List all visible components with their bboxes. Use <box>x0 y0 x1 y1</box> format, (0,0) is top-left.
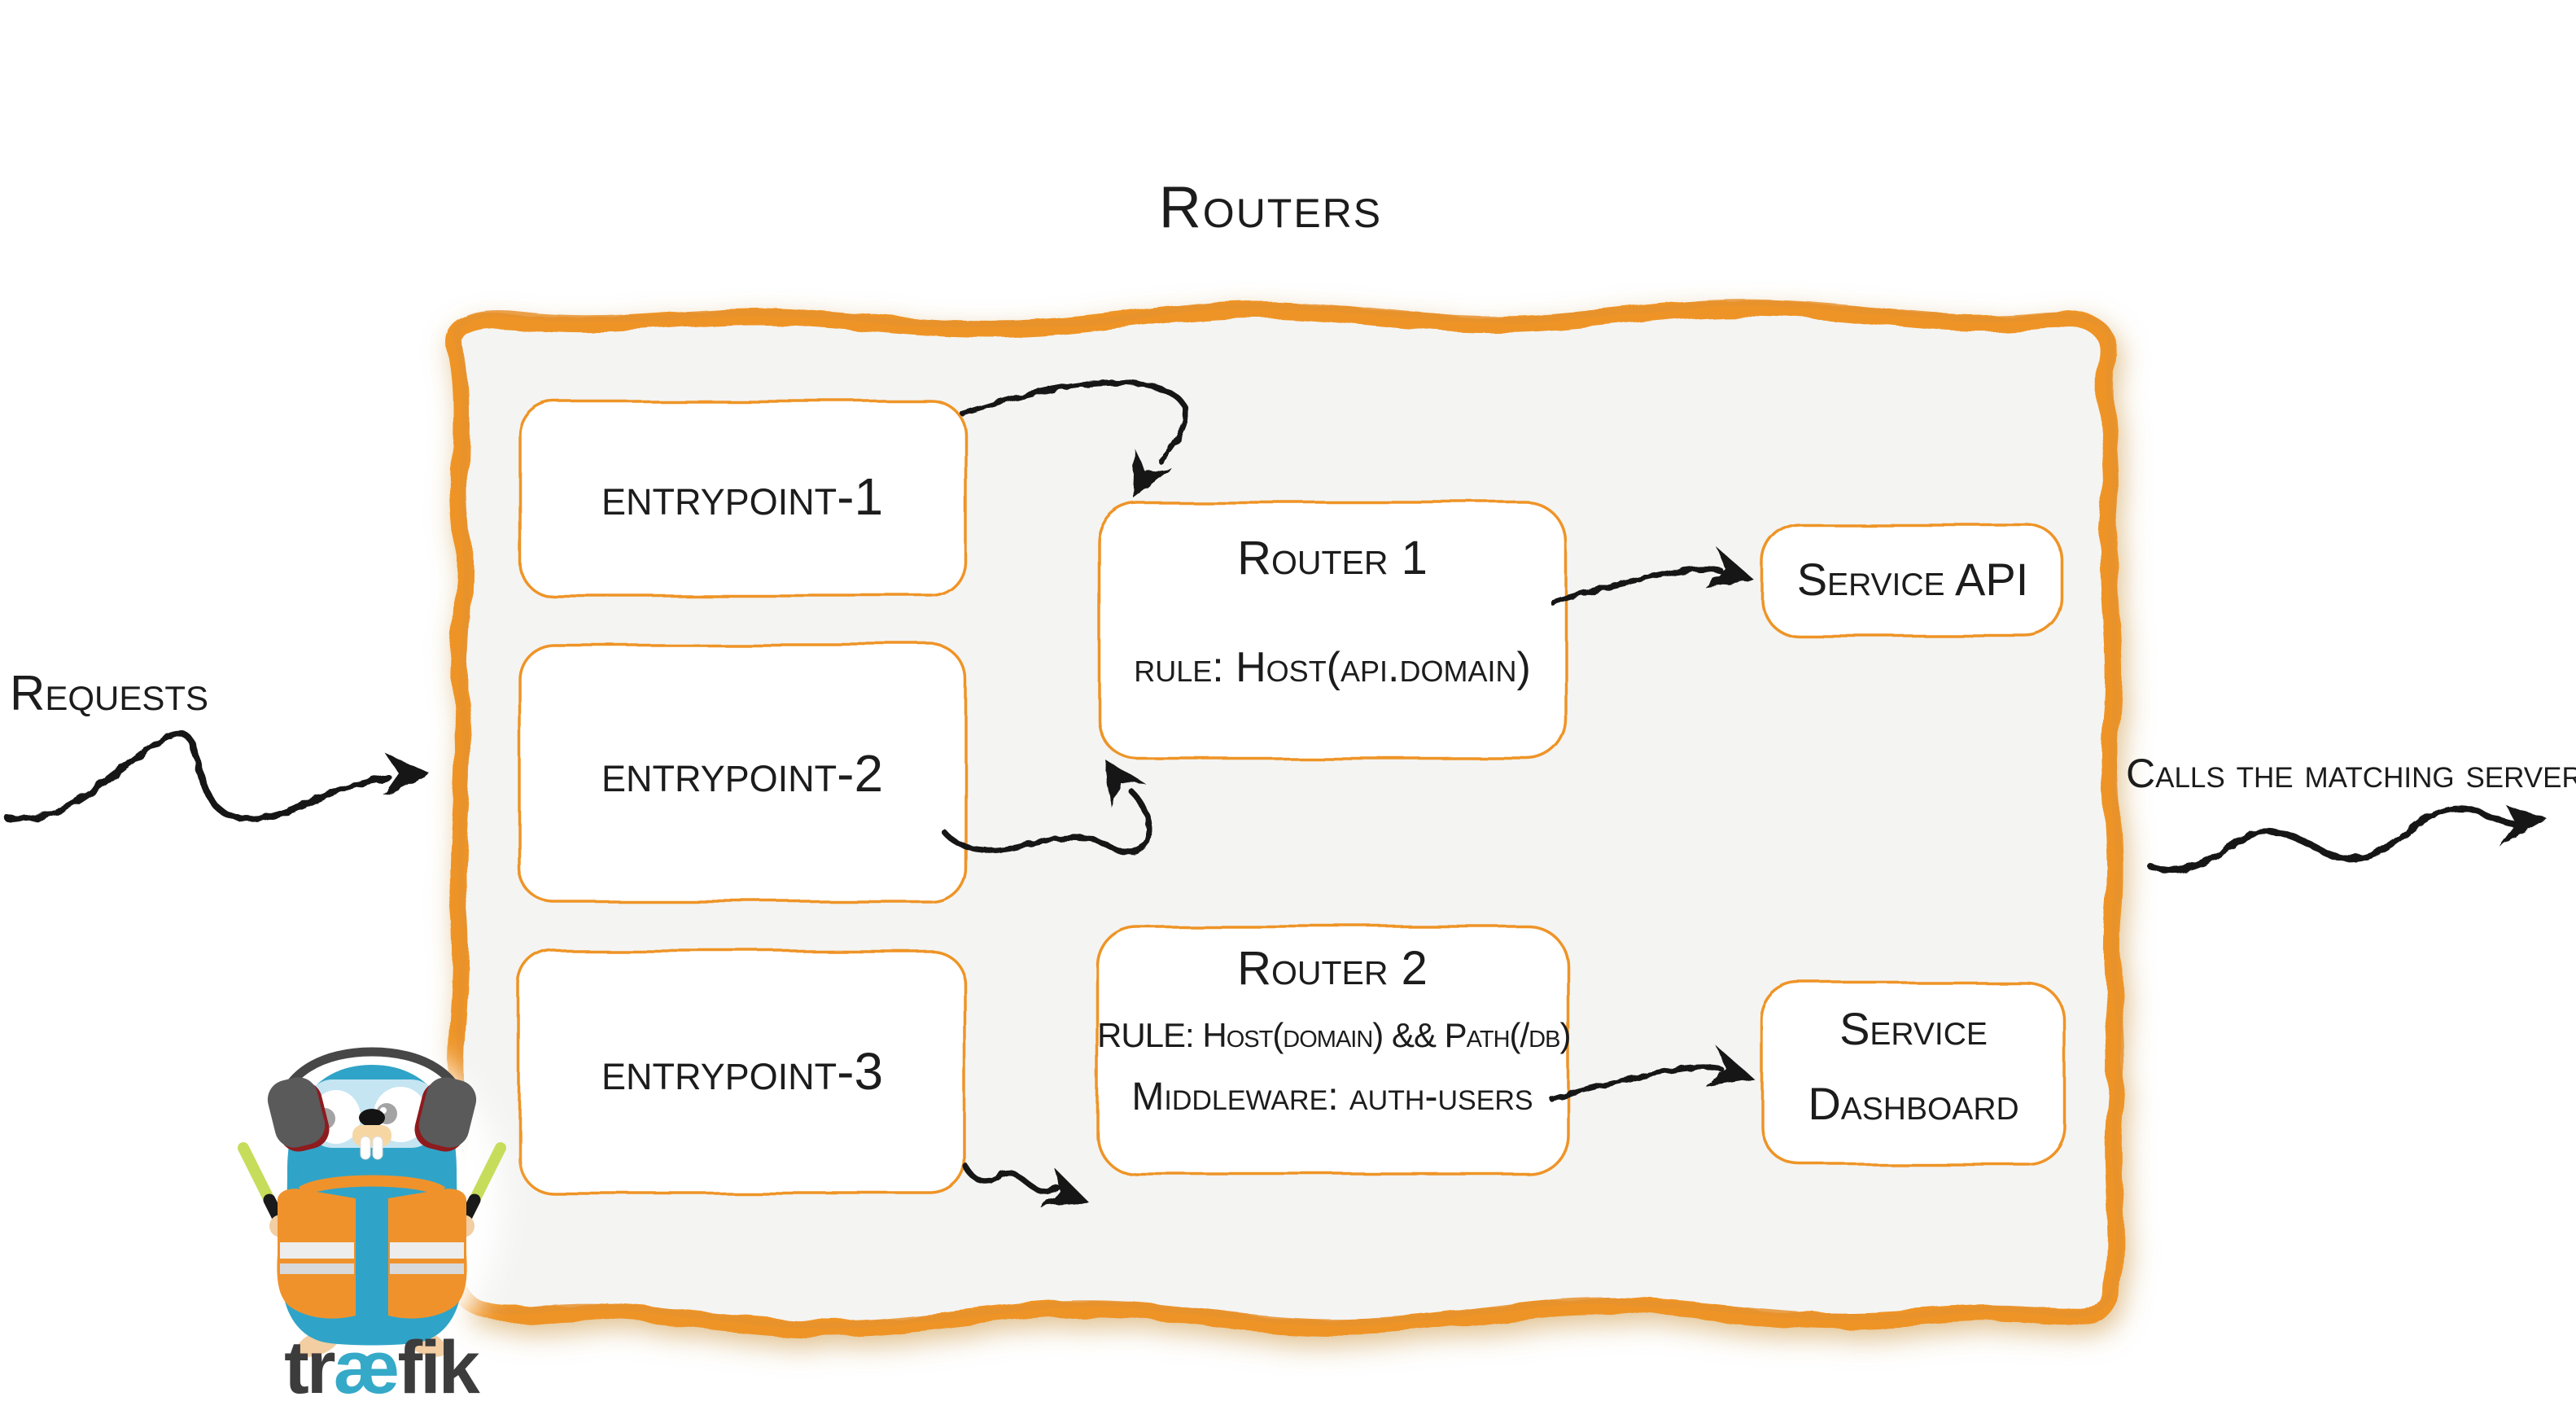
entrypoint-3-label: entrypoint-3 <box>601 1042 884 1101</box>
router-2-name: Router 2 <box>1237 942 1428 995</box>
calls-matching-server-label: Calls the matching server <box>2126 751 2576 796</box>
gopher-nose <box>359 1109 385 1127</box>
entrypoint-1-label: entrypoint-1 <box>601 467 884 526</box>
service-api-box <box>1760 523 2065 638</box>
entrypoint2-arrowhead-icon <box>1104 759 1147 808</box>
service-dashboard-box <box>1760 982 2066 1166</box>
entrypoint-3-box <box>518 949 967 1195</box>
logo-part-tr: tr <box>284 1326 335 1409</box>
requests-arrowhead-icon <box>384 752 430 796</box>
requests-arrow-line <box>3 730 392 823</box>
calls-arrowhead-icon <box>2499 804 2548 847</box>
service-api-label: Service API <box>1796 554 2029 605</box>
router-2-rule: RULE: Host(domain) && Path(/db) <box>1097 1016 1571 1054</box>
router-1-name: Router 1 <box>1237 532 1428 585</box>
entrypoint2-to-router1-arrow-line <box>941 788 1152 856</box>
router-1-box <box>1097 501 1568 760</box>
traefik-logo-wordmark: træfik <box>247 1325 515 1410</box>
router-1-rule: rule: Host(api.domain) <box>1134 644 1531 691</box>
calls-arrow-line <box>2147 804 2517 874</box>
requests-label: Requests <box>10 666 209 720</box>
entrypoint1-to-router1-arrow-line <box>960 379 1189 464</box>
router1-to-service-api-arrow-line <box>1550 566 1724 606</box>
entrypoint-1-box <box>518 399 967 598</box>
router-2-box <box>1096 925 1569 1176</box>
vest-collar <box>299 1175 445 1198</box>
vest-reflective-stripes <box>280 1242 464 1274</box>
gopher-teeth <box>360 1136 383 1160</box>
headphone-cup-left <box>267 1077 330 1152</box>
router1-arrowhead-icon <box>1705 547 1754 588</box>
diagram-title: Routers <box>1158 175 1383 240</box>
service-dashboard-label: Service Dashboard <box>1808 1003 2019 1129</box>
router-2-middleware: Middleware: auth-users <box>1131 1075 1533 1119</box>
router2-arrowhead-icon <box>1705 1046 1754 1087</box>
signal-baton-left <box>238 1142 275 1206</box>
signal-baton-right <box>469 1142 506 1206</box>
gopher-muzzle <box>352 1125 391 1146</box>
entrypoint3-arrowhead-icon <box>1039 1167 1089 1206</box>
logo-part-fik: fik <box>397 1326 479 1409</box>
router2-to-service-dashboard-arrow-line <box>1549 1064 1724 1102</box>
entrypoint-2-label: entrypoint-2 <box>601 744 884 803</box>
logo-part-ae: æ <box>333 1326 400 1409</box>
traefik-gopher-mascot <box>238 1036 506 1370</box>
entrypoint1-arrowhead-icon <box>1133 449 1172 498</box>
headphone-cup-right <box>414 1077 477 1152</box>
entrypoint-2-box <box>518 643 967 904</box>
entrypoint3-to-router2-arrow-line <box>962 1163 1061 1194</box>
